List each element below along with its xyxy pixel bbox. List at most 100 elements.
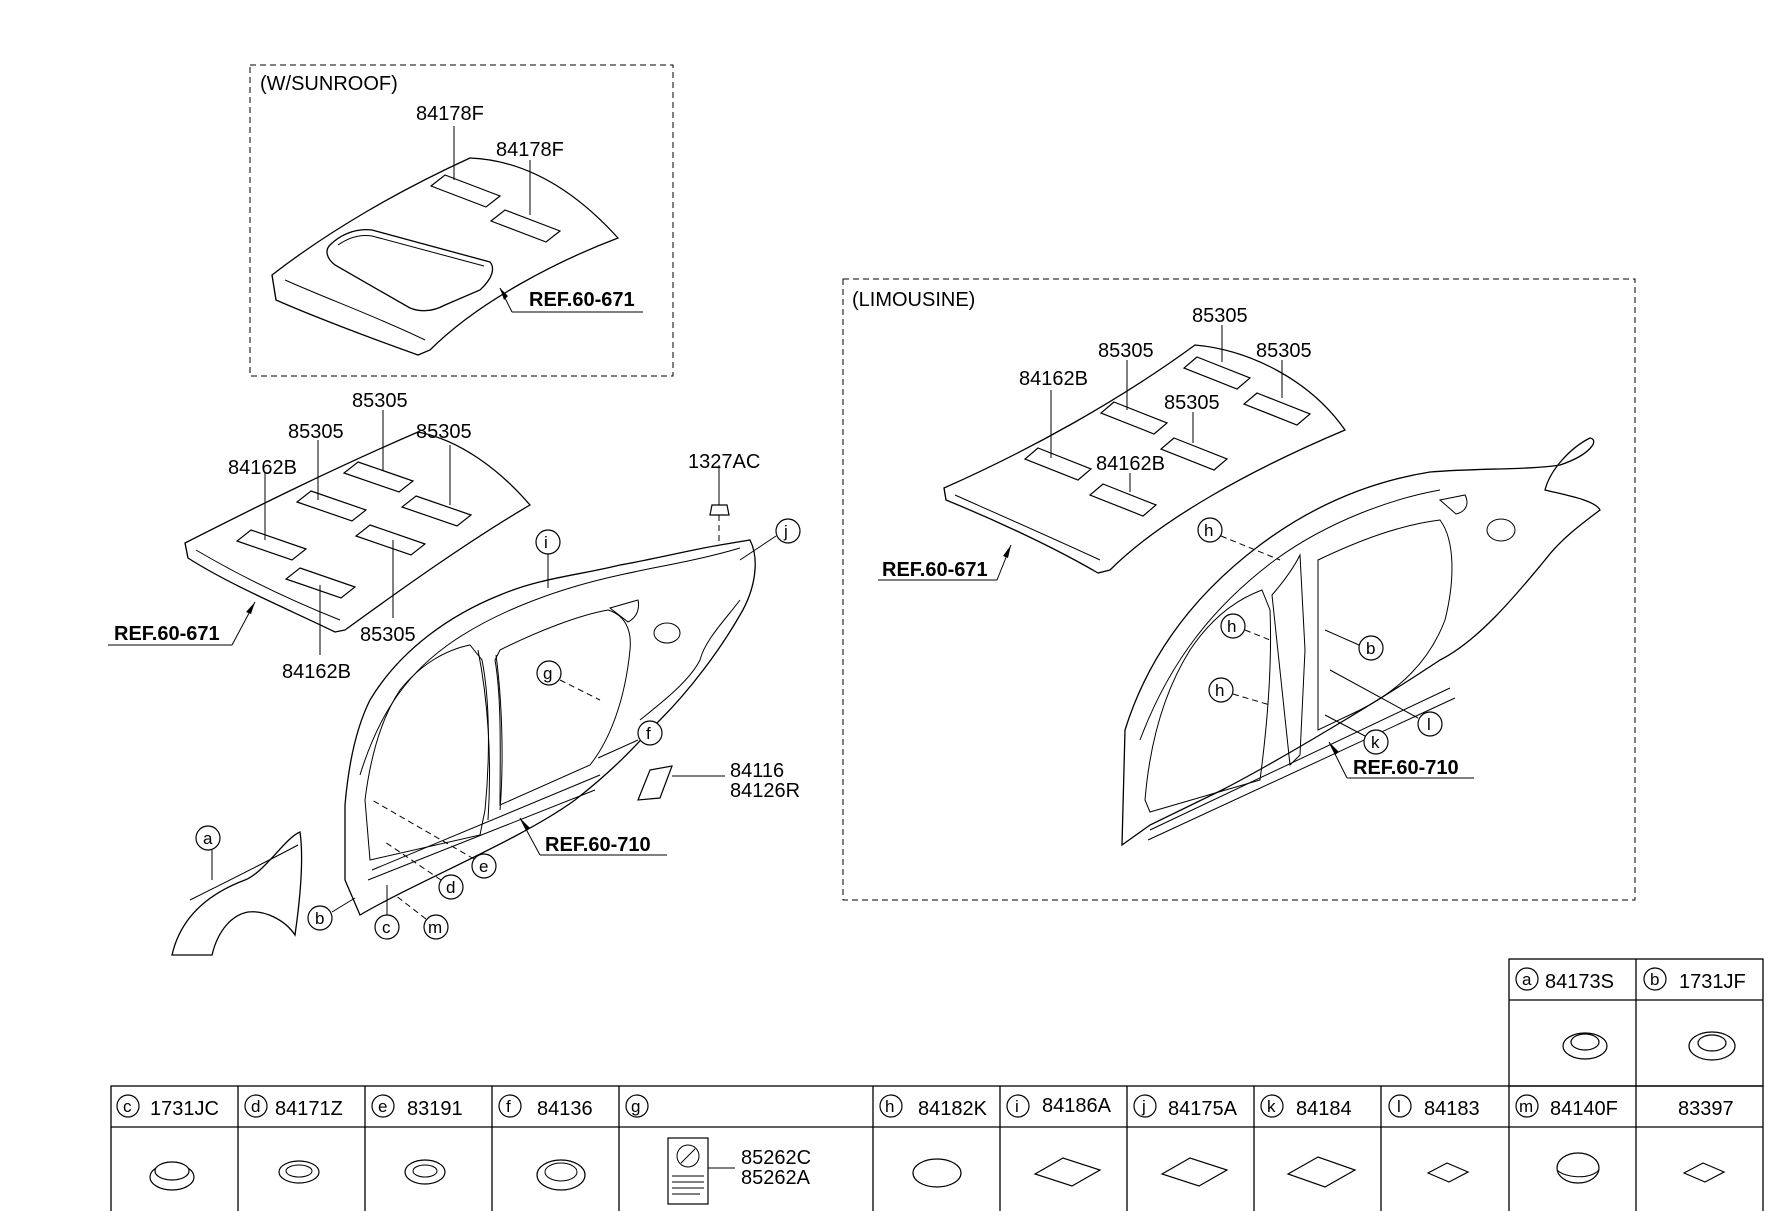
pad-83397-icon — [1682, 1162, 1726, 1183]
pad-84175a-icon — [1160, 1157, 1229, 1187]
legend-key: l — [1397, 1097, 1401, 1116]
pad-84186a-icon — [1033, 1157, 1102, 1187]
legend-e-header: e 83191 — [371, 1094, 463, 1120]
pad-84182k-icon — [912, 1158, 962, 1188]
callout-f: f — [597, 720, 663, 759]
main-roof-pad-5 — [235, 529, 308, 561]
sunroof-part-b: 84178F — [496, 139, 564, 161]
main-roof-panel — [184, 431, 532, 633]
sunroof-box-border — [249, 64, 674, 377]
legend-f-header: f 84136 — [498, 1094, 593, 1120]
legend-part: 84184 — [1296, 1098, 1352, 1120]
legend-d-header: d 84171Z — [244, 1094, 343, 1120]
sunroof-inset: (W/SUNROOF) 84178F 84178F REF.60-671 — [249, 64, 674, 377]
label-g-line2: 85262A — [741, 1167, 811, 1189]
legend-c-header: c 1731JC — [116, 1094, 219, 1120]
legend-part: 84186A — [1042, 1095, 1112, 1117]
legend-key: h — [885, 1097, 894, 1116]
limo-p4: 85305 — [1164, 392, 1220, 414]
main-side-group: 1327AC i j g f a b — [171, 451, 801, 956]
limo-callout-h3: h — [1208, 677, 1271, 706]
legend-part: 84140F — [1550, 1098, 1618, 1120]
nut-1327ac — [709, 504, 730, 516]
svg-text:d: d — [446, 878, 455, 897]
label-g-line1: 85262C — [741, 1147, 811, 1169]
main-side-ref: REF.60-710 — [545, 834, 651, 856]
callout-d: d — [384, 841, 464, 900]
main-roof-pad-3 — [400, 495, 473, 527]
legend-83397-header: 83397 — [1678, 1098, 1734, 1120]
svg-text:a: a — [203, 829, 213, 848]
limo-p2: 85305 — [1098, 340, 1154, 362]
limo-callout-h1: h — [1197, 517, 1281, 561]
sunroof-title: (W/SUNROOF) — [260, 73, 398, 95]
limo-pad-2 — [1242, 392, 1312, 426]
svg-text:l: l — [1427, 715, 1431, 734]
limo-callout-k: k — [1324, 714, 1389, 755]
callout-g: g — [536, 660, 601, 701]
limo-pad-6 — [1088, 483, 1158, 517]
legend-l-header: l 84183 — [1388, 1094, 1480, 1120]
legend-part: 84175A — [1168, 1098, 1238, 1120]
front-fender — [171, 831, 303, 956]
sunroof-part-a: 84178F — [416, 103, 484, 125]
svg-text:b: b — [315, 909, 324, 928]
callout-e: e — [371, 799, 497, 879]
main-nut-label: 1327AC — [688, 451, 760, 473]
plug-83191-icon — [404, 1159, 446, 1185]
limousine-title: (LIMOUSINE) — [852, 289, 975, 311]
legend-key: k — [1267, 1097, 1276, 1116]
legend-key: g — [631, 1097, 640, 1116]
main-roof-p-left: 85305 — [288, 421, 344, 443]
grommet-1731jf-icon — [1688, 1031, 1736, 1061]
legend-key: i — [1015, 1097, 1019, 1116]
sunroof-pad-1 — [429, 174, 502, 208]
svg-text:h: h — [1227, 617, 1236, 636]
legend-a-header: a 84173S — [1515, 967, 1614, 993]
sunroof-pad-2 — [489, 209, 562, 243]
main-pad-1: 84116 — [730, 760, 784, 782]
legend-m-header: m 84140F — [1515, 1094, 1618, 1120]
legend-part: 83397 — [1678, 1098, 1734, 1120]
svg-text:m: m — [428, 918, 442, 937]
main-front-door-opening — [364, 644, 489, 861]
limo-pad-3 — [1099, 401, 1169, 435]
main-rear-door-opening — [494, 609, 631, 806]
limo-p3: 85305 — [1256, 340, 1312, 362]
svg-text:j: j — [783, 522, 788, 541]
main-roof-pad-4 — [354, 524, 427, 556]
svg-text:g: g — [543, 664, 552, 683]
plug-84171z-icon — [278, 1160, 320, 1184]
legend-part: 83191 — [407, 1098, 463, 1120]
svg-text:h: h — [1215, 681, 1224, 700]
legend-part: 84183 — [1424, 1098, 1480, 1120]
svg-text:e: e — [479, 857, 488, 876]
legend-part: 84136 — [537, 1098, 593, 1120]
legend-key: b — [1650, 970, 1659, 989]
svg-text:i: i — [544, 533, 548, 552]
callout-i: i — [535, 529, 561, 588]
legend-part: 1731JF — [1679, 971, 1746, 993]
grommet-84173s-icon — [1562, 1032, 1608, 1060]
limousine-inset: (LIMOUSINE) 85305 85305 85305 84162B 853… — [842, 278, 1636, 901]
callout-m: m — [394, 894, 449, 940]
pad-84116 — [637, 765, 673, 801]
limo-b1: 84162B — [1019, 368, 1088, 390]
main-roof-pad-1 — [342, 461, 415, 493]
svg-text:k: k — [1371, 733, 1380, 752]
main-fuel-door — [653, 622, 681, 644]
main-roof-ref: REF.60-671 — [114, 623, 220, 645]
legend-h-header: h 84182K — [879, 1094, 988, 1120]
svg-text:h: h — [1204, 521, 1213, 540]
legend-g-header: g — [625, 1094, 649, 1118]
main-roof-p-top: 85305 — [352, 390, 408, 412]
legend-part: 84173S — [1545, 971, 1614, 993]
plug-84136-icon — [536, 1159, 586, 1191]
main-roof-p-bottom: 85305 — [360, 624, 416, 646]
plug-84140f-icon — [1556, 1152, 1600, 1184]
main-roof-group: 85305 85305 85305 84162B 85305 84162B RE… — [108, 390, 532, 683]
limo-callout-h2: h — [1220, 613, 1271, 641]
callout-c: c — [374, 885, 400, 940]
pad-84184-icon — [1286, 1156, 1357, 1188]
